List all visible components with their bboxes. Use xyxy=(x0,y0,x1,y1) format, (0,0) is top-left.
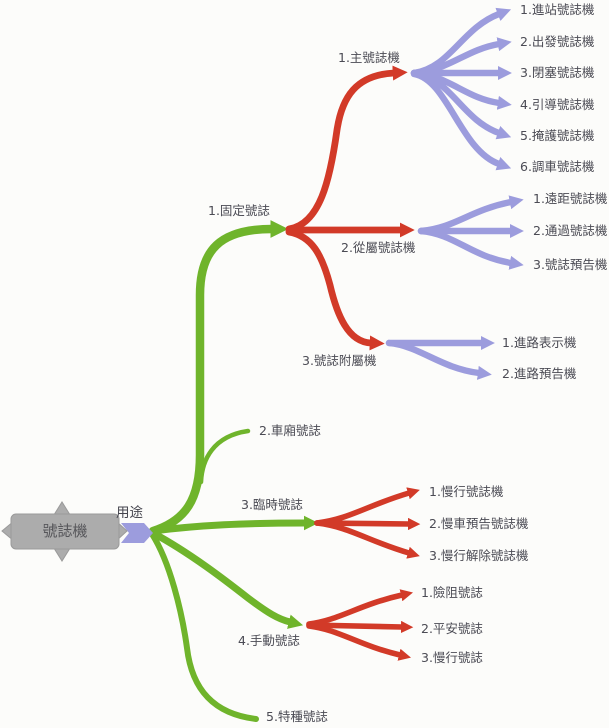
leaf-slow-signal[interactable]: 1.慢行號誌機 xyxy=(429,484,504,499)
leaf-shunting-signal[interactable]: 6.調車號誌機 xyxy=(520,159,595,174)
leaf-line-route-warning xyxy=(385,339,492,380)
green-branches xyxy=(148,220,319,722)
red-branches xyxy=(285,65,421,661)
leaf-departure-signal[interactable]: 2.出發號誌機 xyxy=(520,34,595,49)
root-connector-arrow xyxy=(121,523,153,543)
leaf-slow-manual-signal[interactable]: 3.慢行號誌 xyxy=(421,650,483,665)
leaf-line-shunting-signal xyxy=(410,70,512,171)
leaf-passing-signal[interactable]: 2.通過號誌機 xyxy=(533,223,608,238)
leaf-safety-signal[interactable]: 2.平安號誌 xyxy=(421,621,483,636)
root-node-shape[interactable] xyxy=(1,501,128,562)
branch-line-fixed-signal xyxy=(148,220,289,536)
leaf-block-signal[interactable]: 3.閉塞號誌機 xyxy=(520,65,595,80)
node-manual-signal[interactable]: 4.手動號誌 xyxy=(238,633,300,648)
node-special-signal[interactable]: 5.特種號誌 xyxy=(266,709,328,724)
branch-line-main-signal xyxy=(285,65,408,233)
purple-branches xyxy=(385,7,524,380)
branch-line-danger-signal xyxy=(306,589,414,627)
leaf-route-warning[interactable]: 2.進路預告機 xyxy=(502,366,577,381)
branch-line-slow-signal xyxy=(314,487,420,526)
node-attached-signal[interactable]: 3.號誌附屬機 xyxy=(302,353,377,368)
branch-line-car-signal xyxy=(198,428,251,485)
node-subordinate-signal[interactable]: 2.從屬號誌機 xyxy=(341,240,416,255)
branch-line-attached-signal xyxy=(285,228,385,351)
leaf-slow-release-signal[interactable]: 3.慢行解除號誌機 xyxy=(429,548,529,563)
branch-line-safety-signal xyxy=(306,620,414,634)
node-car-signal[interactable]: 2.車廂號誌 xyxy=(259,423,321,438)
leaf-danger-signal[interactable]: 1.險阻號誌 xyxy=(421,585,483,600)
leaf-entry-signal[interactable]: 1.進站號誌機 xyxy=(520,2,595,17)
branch-line-slow-release-signal xyxy=(314,520,420,559)
branch-line-manual-signal xyxy=(149,529,304,629)
root-node-label[interactable]: 號誌機 xyxy=(42,522,88,540)
branch-line-special-signal xyxy=(149,531,259,722)
leaf-slow-warning-signal[interactable]: 2.慢車預告號誌機 xyxy=(429,516,529,531)
leaf-distant-signal[interactable]: 1.遠距號誌機 xyxy=(533,191,608,206)
leaf-guide-signal[interactable]: 4.引導號誌機 xyxy=(520,97,595,112)
node-temporary-signal[interactable]: 3.臨時號誌 xyxy=(241,497,303,512)
connector-label[interactable]: 用途 xyxy=(116,505,143,521)
leaf-route-indicator[interactable]: 1.進路表示機 xyxy=(502,335,577,350)
leaf-signal-warning[interactable]: 3.號誌預告機 xyxy=(533,257,608,272)
branch-line-temporary-signal xyxy=(149,515,319,535)
node-fixed-signal[interactable]: 1.固定號誌 xyxy=(208,203,270,218)
branch-line-slow-manual-signal xyxy=(306,623,411,661)
node-main-signal[interactable]: 1.主號誌機 xyxy=(338,50,400,65)
leaf-line-signal-warning xyxy=(417,227,524,270)
leaf-cover-signal[interactable]: 5.掩護號誌機 xyxy=(520,128,595,143)
leaf-line-distant-signal xyxy=(417,195,524,235)
leaf-line-entry-signal xyxy=(410,7,512,77)
